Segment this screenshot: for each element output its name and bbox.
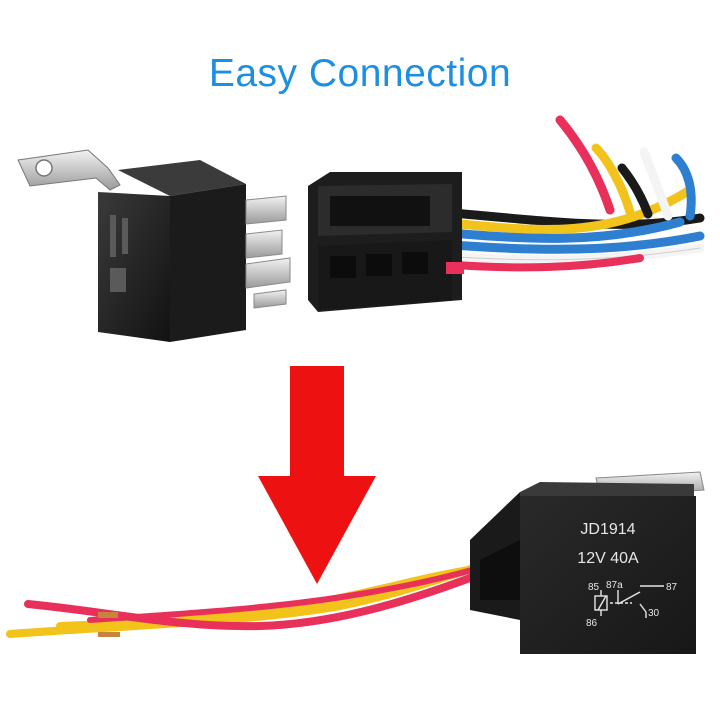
wires-bottom [6,556,514,638]
relay-circuit-diagram [594,585,664,618]
relay-rating-label: 12V 40A [577,550,639,567]
relay-top-print-3 [110,268,126,292]
socket-top [308,115,705,312]
relay-model-label: JD1914 [580,521,635,538]
relay-top-print-2 [122,218,128,254]
relay-top [17,149,291,342]
relay-top-print-1 [110,215,116,257]
pin-label-87a: 87a [606,580,623,591]
relay-top-terminal-3 [245,257,291,289]
pin-label-85: 85 [588,582,600,593]
pin-label-30: 30 [648,608,660,619]
relay-top-terminal-1 [245,195,287,225]
pin-label-87: 87 [666,582,678,593]
socket-top-wires [435,115,705,272]
down-arrow-icon [258,366,376,584]
relay-bottom: JD1914 12V 40A 85 87a 87 86 30 [470,471,705,654]
headline: Easy Connection [208,52,512,95]
relay-top-terminal-4 [253,289,287,309]
pin-label-86: 86 [586,618,598,629]
relay-top-terminal-2 [245,229,283,259]
